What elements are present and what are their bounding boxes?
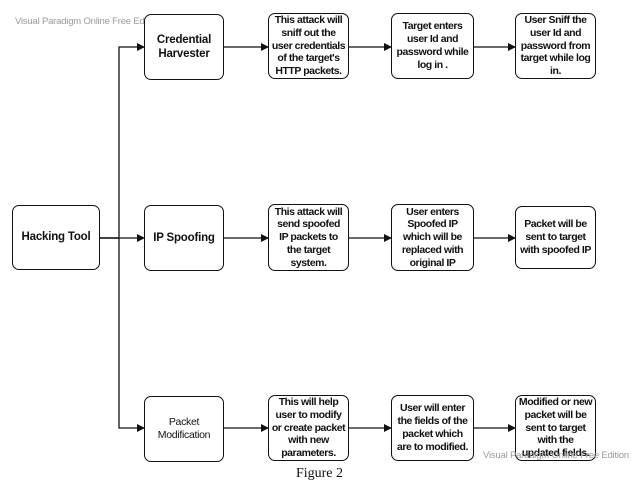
node-packet-modification-label: Packet Modification (157, 416, 211, 441)
node-ip-spoofing: IP Spoofing (144, 205, 224, 271)
node-hacking-tool-label: Hacking Tool (21, 231, 91, 244)
node-packet-step-3-label: Modified or new packet will be sent to t… (518, 396, 593, 460)
node-packet-step-3: Modified or new packet will be sent to t… (515, 395, 596, 461)
node-credential-step-1-label: This attack will sniff out the user cred… (271, 14, 346, 78)
node-ip-step-3: Packet will be sent to target with spoof… (515, 206, 596, 269)
node-credential-step-3: User Sniff the user Id and password from… (515, 13, 596, 79)
node-packet-step-1-label: This will help user to modify or create … (271, 396, 346, 460)
node-packet-step-1: This will help user to modify or create … (268, 395, 349, 461)
node-packet-step-2-label: User will enter the fields of the packet… (397, 402, 468, 453)
node-credential-step-2: Target enters user Id and password while… (391, 13, 474, 79)
node-hacking-tool: Hacking Tool (12, 205, 100, 270)
node-packet-step-2: User will enter the fields of the packet… (391, 395, 474, 461)
node-credential-harvester-label: Credential Harvester (156, 33, 212, 60)
node-credential-step-2-label: Target enters user Id and password while… (396, 20, 469, 71)
node-ip-step-2-label: User enters Spoofed IP which will be rep… (401, 205, 464, 269)
figure-caption: Figure 2 (295, 466, 344, 481)
watermark-bottom: Visual Paradigm Online Free Edition (483, 450, 629, 461)
node-ip-step-1: This attack will send spoofed IP packets… (268, 204, 349, 271)
node-credential-harvester: Credential Harvester (144, 14, 224, 80)
node-ip-step-3-label: Packet will be sent to target with spoof… (520, 218, 591, 256)
node-packet-modification: Packet Modification (144, 396, 224, 462)
node-ip-spoofing-label: IP Spoofing (153, 231, 215, 244)
watermark-top: Visual Paradigm Online Free Edition (15, 16, 161, 27)
node-credential-step-3-label: User Sniff the user Id and password from… (520, 14, 591, 78)
node-ip-step-2: User enters Spoofed IP which will be rep… (391, 204, 474, 271)
connector-root-credential (99, 43, 145, 239)
node-credential-step-1: This attack will sniff out the user cred… (268, 13, 349, 79)
node-ip-step-1-label: This attack will send spoofed IP packets… (274, 205, 343, 269)
connector-root-packet (99, 237, 145, 432)
